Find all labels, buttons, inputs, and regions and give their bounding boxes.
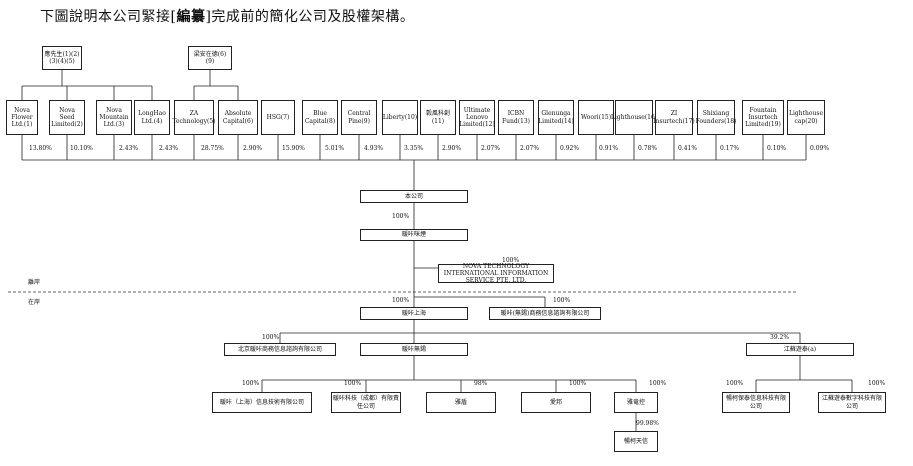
title-prefix: 下圖說明本公司緊接[: [40, 9, 177, 25]
shareholder-box: 穀風科創(11): [420, 100, 456, 135]
shareholding-pct: 15.90%: [282, 145, 305, 152]
subsidiary-box: 愛邦: [521, 392, 591, 413]
shareholding-pct: 0.92%: [560, 145, 580, 152]
c7-pct: 100%: [868, 380, 886, 387]
subsidiary-box: 雅竜控: [614, 392, 658, 413]
shareholding-pct: 5.01%: [325, 145, 345, 152]
shareholding-pct: 0.41%: [678, 145, 698, 152]
wuxi-box: 暖咔無錫: [360, 343, 468, 356]
sg-subsidiary-box: NOVA TECHNOLOGY INTERNATIONAL INFORMATIO…: [438, 263, 554, 284]
shanghai-box: 暖咔上海: [360, 307, 468, 320]
page-title: 下圖說明本公司緊接[編纂]完成前的簡化公司及股權架構。: [40, 6, 414, 26]
shareholder-box: Woori(15): [578, 100, 614, 135]
sh-pct: 100%: [392, 297, 410, 304]
sg-pct: 100%: [502, 257, 520, 264]
shareholder-box: HSG(7): [261, 100, 295, 135]
shareholding-pct: 4.93%: [364, 145, 384, 152]
shareholding-pct: 28.75%: [201, 145, 224, 152]
shareholding-pct: 2.90%: [243, 145, 263, 152]
jiangsu-box: 江蘇遊泰(a): [746, 343, 854, 356]
hk-subsidiary-box: 暖咔咪煙: [360, 229, 468, 241]
company-box: 本公司: [360, 190, 468, 203]
bj-pct: 100%: [262, 334, 280, 341]
offshore-label: 離岸: [28, 279, 41, 286]
shareholding-pct: 0.10%: [767, 145, 787, 152]
subsidiary-box: 暢柯保泰信息科技有限公司: [722, 392, 790, 413]
shareholding-pct: 2.90%: [442, 145, 462, 152]
subsidiary-box: 暖咔科技（成都）有限責任公司: [331, 392, 401, 413]
c5-pct: 100%: [649, 380, 667, 387]
shareholding-pct: 0.17%: [720, 145, 740, 152]
shareholding-pct: 0.78%: [638, 145, 658, 152]
c1-pct: 100%: [242, 380, 260, 387]
subsidiary-box: 江蘇遊泰數字科技有限公司: [818, 392, 886, 413]
controller-box: 梁安在德(6)(9): [188, 46, 232, 70]
c4-pct: 100%: [569, 380, 587, 387]
onshore-label: 在岸: [28, 299, 41, 306]
shareholding-pct: 2.07%: [520, 145, 540, 152]
shareholding-pct: 0.09%: [810, 145, 830, 152]
shareholding-pct: 2.43%: [119, 145, 139, 152]
subsidiary-box: 暢柯天信: [614, 431, 658, 452]
shareholding-pct: 2.07%: [481, 145, 501, 152]
shareholder-box: Lighthouse(16): [611, 100, 657, 135]
wuxi-biz-box: 暖咔(無錫)商務信息諮詢有限公司: [489, 307, 601, 320]
subsidiary-box: 雅盾: [426, 392, 496, 413]
controller-box: 應先生(1)(2)(3)(4)(5): [42, 46, 82, 70]
shareholder-box: Liberty(10): [382, 100, 418, 135]
title-redacted: 編纂: [176, 9, 206, 25]
title-suffix: ]完成前的簡化公司及股權架構。: [205, 9, 415, 25]
beijing-box: 北京暖咔商務信息諮詢有限公司: [224, 343, 336, 356]
c2-pct: 100%: [344, 380, 362, 387]
shareholding-pct: 10.10%: [70, 145, 93, 152]
c3-pct: 98%: [474, 380, 488, 387]
shareholding-pct: 13.80%: [29, 145, 52, 152]
hk-pct: 100%: [392, 213, 410, 220]
shareholding-pct: 0.91%: [599, 145, 619, 152]
shareholding-pct: 2.43%: [159, 145, 179, 152]
c6-pct: 100%: [726, 380, 744, 387]
subsidiary-box: 暖咔（上海）信息技術有限公司: [212, 392, 312, 413]
js-pct: 39.2%: [770, 334, 790, 341]
wx-biz-pct: 100%: [553, 297, 571, 304]
c8-pct: 99.98%: [636, 420, 659, 427]
shareholding-pct: 3.35%: [404, 145, 424, 152]
